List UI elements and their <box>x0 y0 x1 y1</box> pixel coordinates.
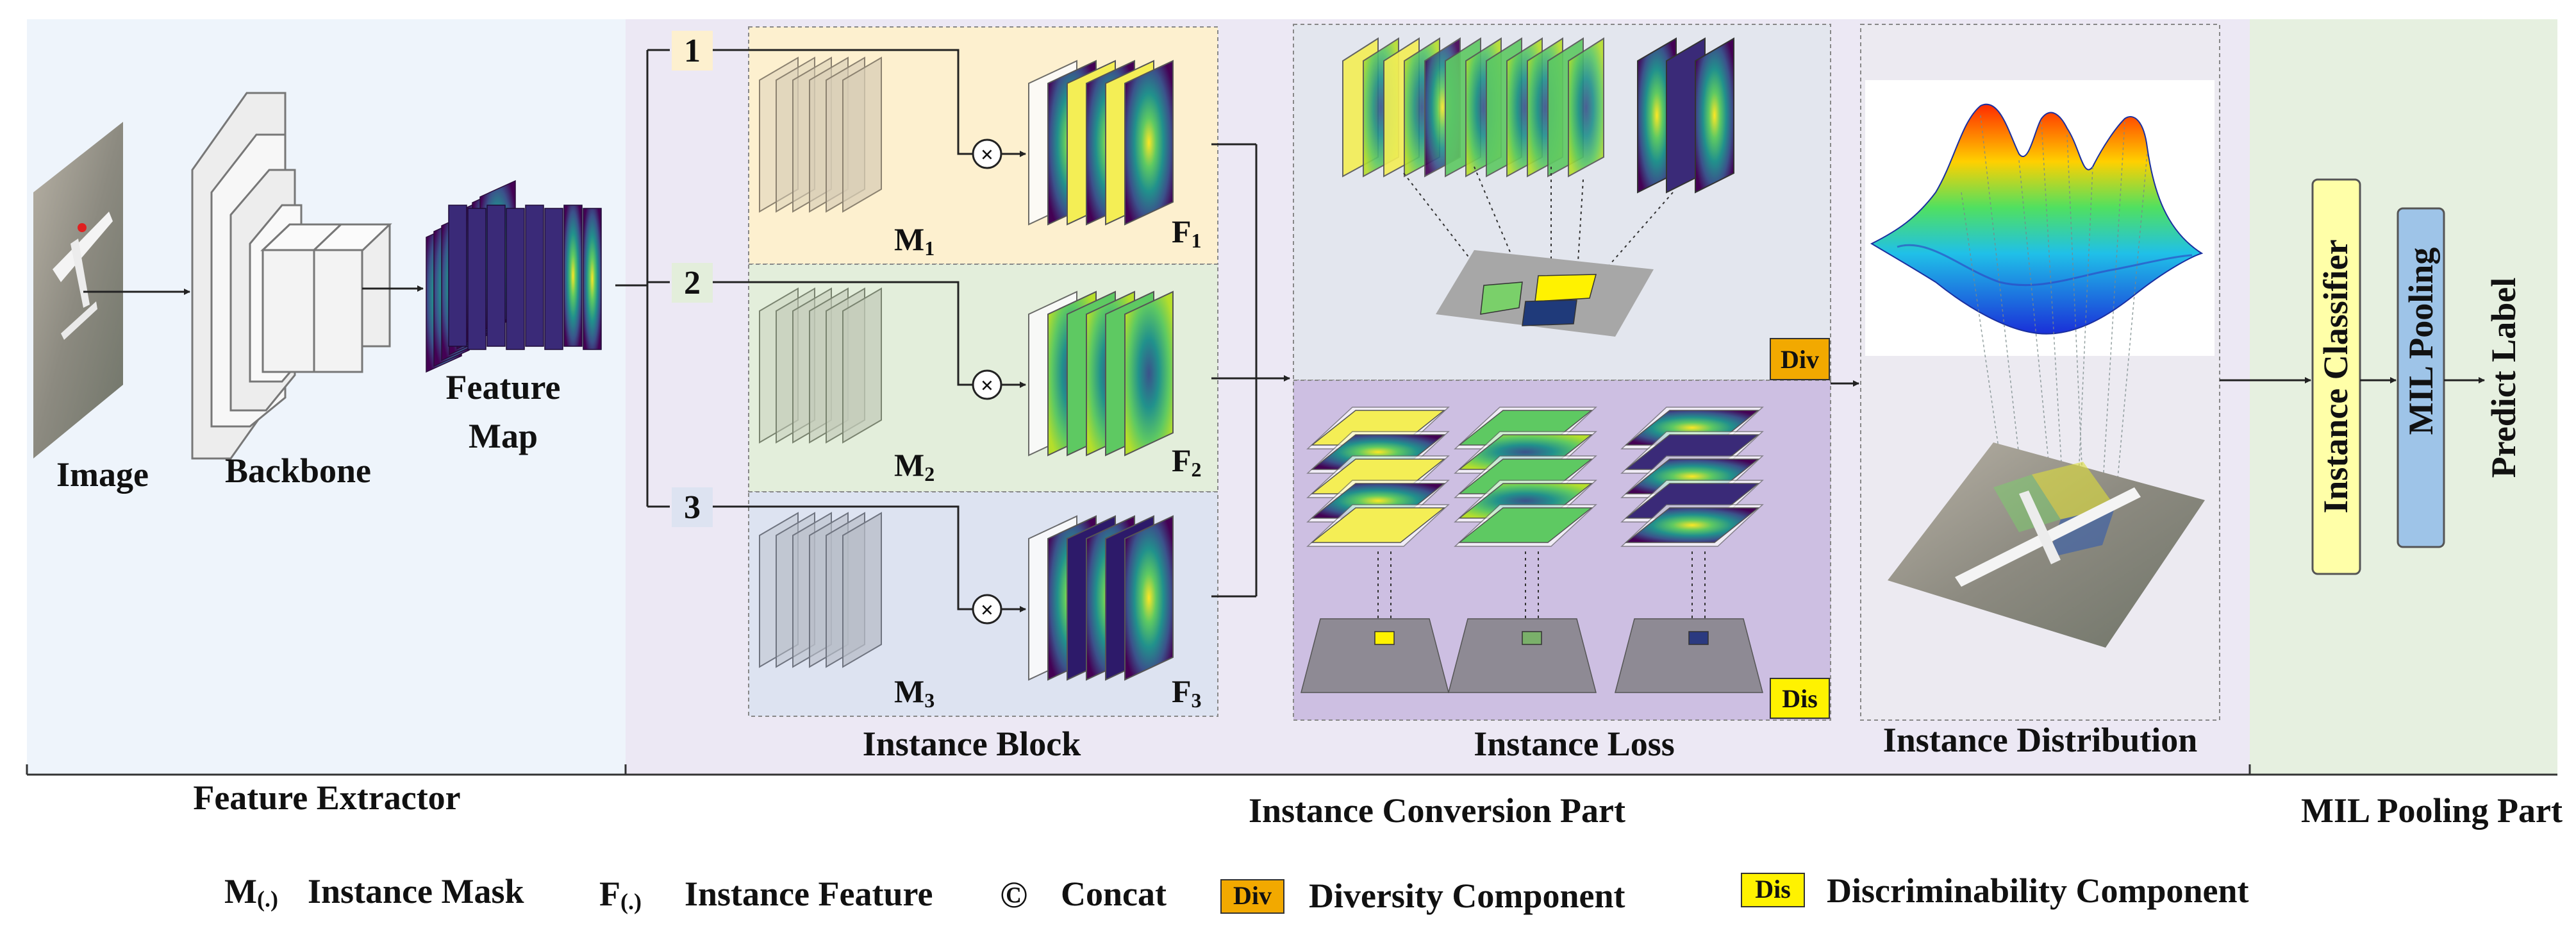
branch-2-number: 2 <box>684 265 701 301</box>
feature-map-slice <box>583 208 602 350</box>
loss-layer <box>1624 507 1760 543</box>
backbone-label: Backbone <box>225 451 371 490</box>
legend: M(.) Instance Mask F(.) Instance Feature… <box>224 871 2249 916</box>
feature-2-label: F2 <box>1172 442 1202 481</box>
legend-dis-badge-label: Dis <box>1755 875 1791 904</box>
instance-feature-slice <box>1124 290 1174 457</box>
mask-1-label: M1 <box>894 221 935 260</box>
div-badge-label: Div <box>1781 345 1819 374</box>
feature-map-slice <box>486 205 506 347</box>
branch-1-number-badge <box>672 31 713 71</box>
instance-conversion-section-title: Instance Conversion Part <box>1249 791 1625 830</box>
distribution-ground-image <box>1888 442 2205 648</box>
branch-to-loss-connectors <box>1211 143 1290 598</box>
feature-3-label: F3 <box>1172 673 1202 712</box>
instance-mask-slice <box>842 56 882 213</box>
legend-mask-symbol: M(.) <box>224 872 278 912</box>
multiply-symbol: × <box>981 142 994 167</box>
branch-1-number: 1 <box>684 33 701 69</box>
div-badge <box>1770 338 1830 380</box>
feature-map-slice <box>544 208 563 350</box>
loss-layer <box>1310 507 1446 543</box>
branch-3-number-badge <box>672 487 713 527</box>
loss-base-plane <box>1615 618 1763 693</box>
distribution-surface-plot <box>1870 103 2204 335</box>
predict-label: Predict Label <box>2484 278 2523 478</box>
legend-concat-label: Concat <box>1061 875 1167 913</box>
legend-div-label: Diversity Component <box>1309 877 1625 915</box>
branch-line <box>713 49 973 155</box>
instance-mask-slice <box>842 512 882 668</box>
instance-block-title: Instance Block <box>863 725 1081 763</box>
mil-pooling-box <box>2397 207 2445 548</box>
mask-3-label: M3 <box>894 673 935 712</box>
branch-line <box>713 505 973 610</box>
loss-patch <box>1522 299 1577 326</box>
mil-pooling-label: MIL Pooling <box>2402 248 2440 435</box>
loss-layer <box>1458 507 1593 543</box>
legend-div-badge-label: Div <box>1233 881 1272 910</box>
legend-div-badge <box>1220 879 1284 914</box>
instance-classifier-label: Instance Classifier <box>2316 239 2355 513</box>
loss-base-patch <box>1522 631 1542 645</box>
backbone-blocks <box>191 92 392 460</box>
multiply-symbol: × <box>981 373 994 398</box>
mil-pooling-section-title: MIL Pooling Part <box>2301 791 2563 830</box>
multiply-symbol: × <box>981 597 994 623</box>
mask-2-label: M2 <box>894 447 935 485</box>
branch-line <box>713 281 973 386</box>
dis-badge-label: Dis <box>1782 684 1818 713</box>
loss-base-patch <box>1374 631 1395 645</box>
image-label: Image <box>56 455 149 494</box>
feature-1-label: F1 <box>1172 214 1202 252</box>
legend-mask-label: Instance Mask <box>308 872 524 911</box>
instance-mask-slice <box>842 287 882 444</box>
feature-extractor-bg <box>27 19 626 775</box>
loss-base-patch <box>1688 631 1709 645</box>
feature-map-label-line1: Feature <box>446 368 561 407</box>
feature-map-slice <box>467 208 486 350</box>
distribution-projection-lines <box>1961 115 2148 520</box>
legend-feature-label: Instance Feature <box>685 875 933 913</box>
legend-feature-symbol: F(.) <box>599 875 642 914</box>
feature-map-slice <box>448 205 467 347</box>
branch-connectors <box>615 49 670 508</box>
feature-map-stack <box>426 180 602 373</box>
input-image <box>33 122 123 458</box>
branch-2-number-badge <box>672 263 713 303</box>
legend-concat-symbol: © <box>1000 874 1027 916</box>
feature-map-label-line2: Map <box>469 417 538 455</box>
feature-map-slice <box>525 205 544 347</box>
legend-dis-label: Discriminability Component <box>1827 871 2249 910</box>
feature-map-slice <box>506 208 525 350</box>
dis-badge <box>1770 678 1830 719</box>
feature-extractor-section-title: Feature Extractor <box>193 778 460 817</box>
loss-feature-slice <box>1695 37 1734 194</box>
loss-base-plane <box>1448 618 1597 693</box>
branch-3-number: 3 <box>684 489 701 526</box>
loss-base-plane <box>1300 618 1449 693</box>
loss-patch <box>1480 282 1523 315</box>
legend-dis-badge <box>1741 873 1805 907</box>
instance-distribution-title: Instance Distribution <box>1883 721 2198 759</box>
feature-map-slice <box>563 205 583 347</box>
instance-feature-slice <box>1124 60 1174 226</box>
loss-patch <box>1534 274 1597 302</box>
instance-feature-slice <box>1124 515 1174 681</box>
instance-classifier-box <box>2311 178 2361 575</box>
instance-loss-title: Instance Loss <box>1474 725 1675 763</box>
loss-feature-slice <box>1568 37 1604 178</box>
